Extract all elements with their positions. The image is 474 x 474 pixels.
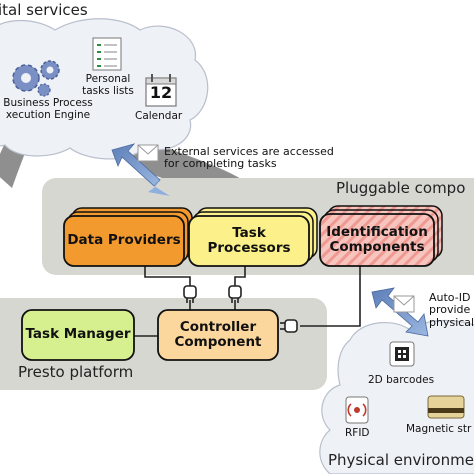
personal-tasks-label: Personal tasks lists xyxy=(78,73,138,98)
task-processors-label: Task Processors xyxy=(207,224,291,256)
plug-icon-identification xyxy=(280,319,298,333)
autoid-note: Auto-ID provide physical xyxy=(429,291,474,329)
external-services-note: External services are accessed for compl… xyxy=(164,145,334,171)
digital-services-title: ital services xyxy=(0,1,88,19)
barcodes-label: 2D barcodes xyxy=(368,374,435,386)
envelope-icon-autoid xyxy=(393,295,415,313)
digital-services-cloud xyxy=(0,18,209,160)
barcode-2d-icon xyxy=(389,341,415,367)
magnetic-label: Magnetic str xyxy=(406,423,472,435)
personal-line-1: Personal xyxy=(85,73,131,85)
controller-line-2: Component xyxy=(174,334,262,350)
identification-line-1: Identification xyxy=(326,223,428,240)
physical-environment-title: Physical environme xyxy=(328,451,474,469)
personal-line-2: tasks lists xyxy=(82,84,134,97)
task-manager-box xyxy=(21,309,135,361)
plug-icon-data-providers xyxy=(183,285,197,303)
autoid-line-1: Auto-ID xyxy=(429,291,471,304)
data-providers-label: Data Providers xyxy=(67,232,181,249)
plug-icon-task-processors xyxy=(228,285,242,303)
data-providers-stack xyxy=(63,207,193,267)
external-line-2: for completing tasks xyxy=(164,157,277,171)
calendar-label: Calendar xyxy=(135,110,183,122)
envelope-icon-external xyxy=(137,144,159,162)
bpe-line-1: Business Process xyxy=(3,97,93,109)
pluggable-title: Pluggable compo xyxy=(336,179,466,197)
controller-label: Controller Component xyxy=(158,310,278,360)
identification-label: Identification Components xyxy=(320,214,434,266)
external-line-1: External services are accessed xyxy=(164,145,334,158)
task-manager-label: Task Manager xyxy=(25,326,131,343)
identification-stack xyxy=(319,205,443,267)
double-arrow-external xyxy=(111,143,170,196)
identification-line-2: Components xyxy=(329,239,425,255)
controller-line-1: Controller xyxy=(179,318,257,335)
rfid-label: RFID xyxy=(345,427,370,439)
autoid-line-3: physical xyxy=(429,315,474,329)
bpe-line-2: xecution Engine xyxy=(5,108,91,121)
presto-platform-title: Presto platform xyxy=(18,363,134,381)
calendar-icon xyxy=(145,74,177,107)
task-list-icon xyxy=(92,37,122,71)
task-processors-stack xyxy=(188,207,318,267)
rfid-icon xyxy=(345,396,369,424)
physical-environment-cloud xyxy=(319,320,474,474)
calendar-day: 12 xyxy=(149,83,173,102)
gears-icon xyxy=(12,60,60,97)
magnetic-card-icon xyxy=(427,395,465,419)
controller-box xyxy=(157,309,279,361)
autoid-line-2: provide xyxy=(429,303,471,317)
bpe-label: Business Process xecution Engine xyxy=(0,97,98,122)
